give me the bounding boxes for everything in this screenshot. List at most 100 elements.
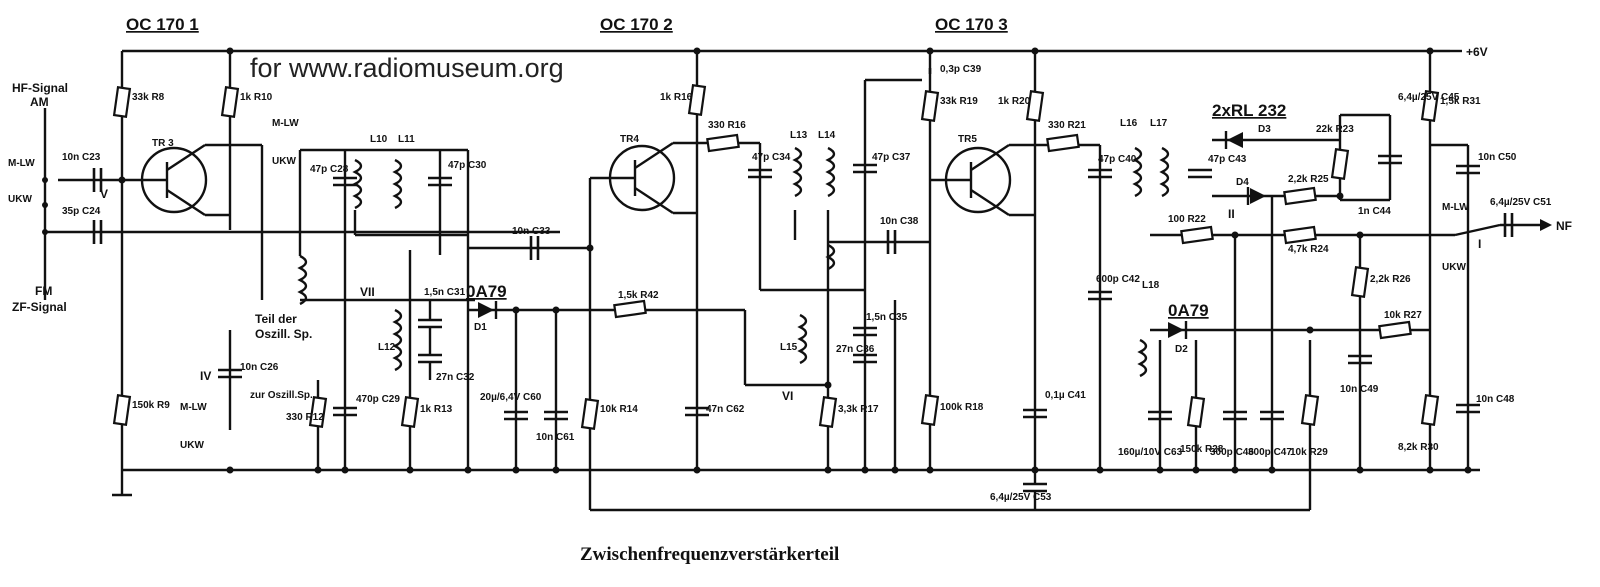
label-c41: 0,1µ C41	[1045, 390, 1086, 401]
transistor-label-3: OC 170 3	[935, 15, 1008, 34]
resistor-r16	[687, 84, 707, 116]
resistor-r27	[1378, 320, 1412, 340]
label-r16: 1k R16	[660, 92, 693, 103]
label-r28: 150k R28	[1180, 444, 1224, 455]
resistor-r19	[920, 90, 940, 122]
resistor-r22	[1180, 225, 1214, 245]
resistor-r25	[1283, 186, 1317, 206]
fm-label: FM	[35, 284, 52, 298]
label-c53: 6,4µ/25V C53	[990, 492, 1052, 503]
resistor-r16b	[706, 133, 740, 153]
label-l12: L12	[378, 342, 396, 353]
transistor-ref-tr3: TR 3	[152, 138, 174, 149]
output-label: NF	[1556, 219, 1572, 233]
resistor-r26	[1350, 266, 1370, 298]
label-c48: 10n C48	[1476, 394, 1515, 405]
label-c61: 10n C61	[536, 432, 575, 443]
label-c33: 10n C33	[512, 226, 551, 237]
label-c63: 160µ/10V C63	[1118, 447, 1183, 458]
oszill-label-1: Teil der	[255, 312, 297, 326]
label-c37: 47p C37	[872, 152, 911, 163]
roman-vi: VI	[782, 389, 793, 403]
coil-center	[825, 243, 836, 271]
label-r42: 1,5k R42	[618, 290, 659, 301]
resistor-r20	[1025, 90, 1045, 122]
label-c29: 470p C29	[356, 394, 400, 405]
label-r8: 33k R8	[132, 92, 165, 103]
diode-d4-ref: D4	[1236, 177, 1249, 188]
transistor-label-2: OC 170 2	[600, 15, 673, 34]
label-c51: 6,4µ/25V C51	[1490, 197, 1552, 208]
oszill-label-3: zur Oszill.Sp.	[250, 390, 313, 401]
label-r31: 1,5k R31	[1440, 96, 1481, 107]
switch2-label-ukw: UKW	[272, 156, 296, 167]
coil-l12	[392, 308, 403, 372]
label-c26: 10n C26	[240, 362, 279, 373]
label-c60: 20µ/6,4V C60	[480, 392, 542, 403]
roman-vii: VII	[360, 285, 375, 299]
label-c31: 1,5n C31	[424, 287, 466, 298]
label-c40: 47p C40	[1098, 154, 1137, 165]
label-r18: 100k R18	[940, 402, 984, 413]
label-r29: 10k R29	[1290, 447, 1328, 458]
resistor-r17	[818, 396, 838, 428]
label-c35: 1,5n C35	[866, 312, 908, 323]
switch4-label-ukw: UKW	[1442, 262, 1466, 273]
label-c43: 47p C43	[1208, 154, 1247, 165]
resistor-r28	[1186, 396, 1206, 428]
label-r25: 2,2k R25	[1288, 174, 1329, 185]
label-r19: 33k R19	[940, 96, 978, 107]
label-c30: 47p C30	[448, 160, 487, 171]
label-c47: 300p C47	[1248, 447, 1292, 458]
label-r13: 1k R13	[420, 404, 453, 415]
label-r21: 330 R21	[1048, 120, 1086, 131]
switch3-label-ukw: UKW	[180, 440, 204, 451]
label-c45: 6,4µ/25V C45	[1398, 92, 1460, 103]
label-c62: 47n C62	[706, 404, 745, 415]
label-c44: 1n C44	[1358, 206, 1391, 217]
label-c39: 0,3p C39	[940, 64, 982, 75]
diode-d3-ref: D3	[1258, 124, 1271, 135]
label-l17: L17	[1150, 118, 1168, 129]
label-r27: 10k R27	[1384, 310, 1422, 321]
label-c28: 47p C28	[310, 164, 349, 175]
label-c46: 300p C46	[1210, 447, 1254, 458]
diode-d1-ref: D1	[474, 322, 487, 333]
supply-label: +6V	[1466, 45, 1488, 59]
label-r14: 10k R14	[600, 404, 638, 415]
coil-l14	[825, 146, 836, 198]
diode-d4	[1250, 188, 1266, 204]
output-switch[interactable]	[1454, 223, 1501, 237]
resistor-r31	[1420, 90, 1440, 122]
hf-signal-label: HF-Signal	[12, 81, 68, 95]
label-c34: 47p C34	[752, 152, 791, 163]
label-r12: 330 R12	[286, 412, 324, 423]
zf-signal-label: ZF-Signal	[12, 300, 67, 314]
output-arrow	[1540, 219, 1552, 231]
label-r20: 1k R20	[998, 96, 1031, 107]
roman-ii: II	[1228, 207, 1235, 221]
switch3-label-mlw: M-LW	[180, 402, 207, 413]
roman-v: V	[100, 187, 108, 201]
diode-d1-type: 0A79	[466, 282, 507, 301]
coil-l13	[792, 146, 803, 198]
resistor-r8	[112, 86, 132, 118]
diode-d3	[1227, 132, 1243, 148]
resistor-r23	[1330, 148, 1350, 180]
label-l16: L16	[1120, 118, 1138, 129]
switch4-label-mlw: M-LW	[1442, 202, 1469, 213]
transistor-label-1: OC 170 1	[126, 15, 199, 34]
label-r17: 3,3k R17	[838, 404, 879, 415]
coil-l18	[1137, 338, 1148, 378]
label-r16b: 330 R16	[708, 120, 746, 131]
label-c50: 10n C50	[1478, 152, 1517, 163]
label-c32: 27n C32	[436, 372, 475, 383]
label-r24: 4,7k R24	[1288, 244, 1329, 255]
watermark: for www.radiomuseum.org	[250, 53, 564, 83]
resistor-r14	[580, 398, 600, 430]
label-l18: L18	[1142, 280, 1160, 291]
oszill-label-2: Oszill. Sp.	[255, 327, 312, 341]
caption: Zwischenfrequenzverstärkerteil	[580, 544, 839, 565]
roman-i: I	[1478, 237, 1481, 251]
